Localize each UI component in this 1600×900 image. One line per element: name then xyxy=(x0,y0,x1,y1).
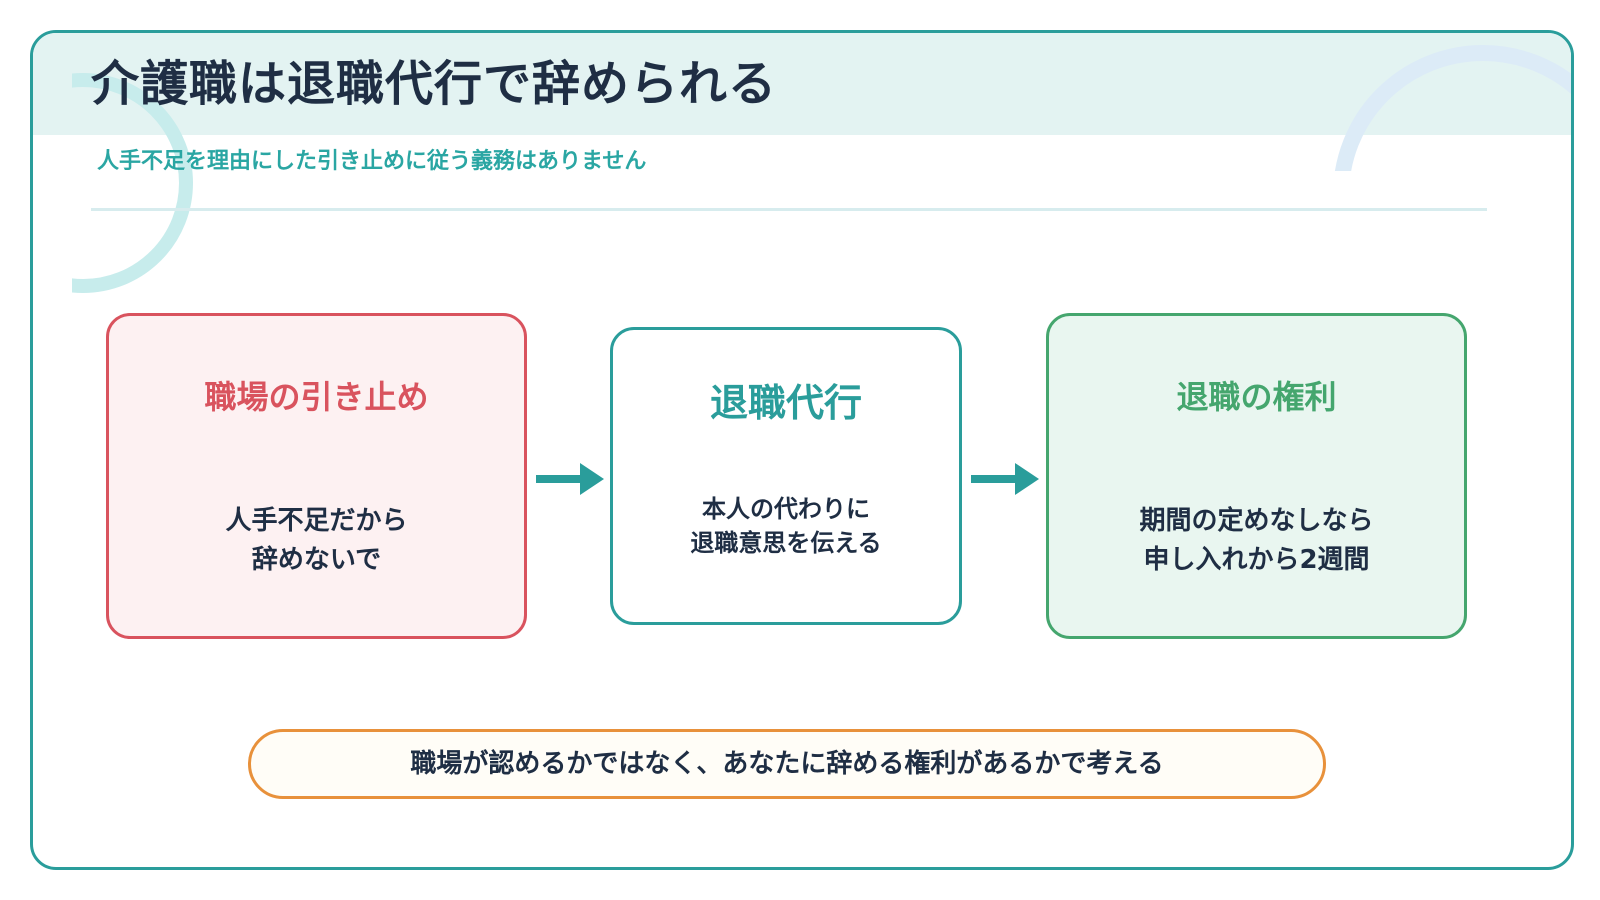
resignation-agency-heading: 退職代行 xyxy=(709,381,862,425)
header-band xyxy=(33,33,1571,135)
resignation-agency-body: 本人の代わりに 退職意思を伝える xyxy=(690,495,882,557)
page-title: 介護職は退職代行で辞められる xyxy=(91,56,778,112)
resignation-right-box: 退職の権利 期間の定めなしなら 申し入れから2週間 xyxy=(1046,313,1467,639)
resignation-right-body: 期間の定めなしなら 申し入れから2週間 xyxy=(1139,506,1374,575)
arrow-right-icon xyxy=(536,463,604,495)
retention-box: 職場の引き止め 人手不足だから 辞めないで xyxy=(106,313,527,639)
retention-body: 人手不足だから 辞めないで xyxy=(225,506,408,575)
conclusion-banner: 職場が認めるかではなく、あなたに辞める権利があるかで考える xyxy=(248,729,1326,799)
slide-frame: 介護職は退職代行で辞められる 人手不足を理由にした引き止めに従う義務はありません… xyxy=(30,30,1574,870)
resignation-right-heading: 退職の権利 xyxy=(1176,378,1337,416)
resignation-agency-box: 退職代行 本人の代わりに 退職意思を伝える xyxy=(610,327,962,625)
arrow-right-icon xyxy=(971,463,1039,495)
retention-heading: 職場の引き止め xyxy=(204,378,429,416)
page-subtitle: 人手不足を理由にした引き止めに従う義務はありません xyxy=(97,149,647,174)
divider xyxy=(91,208,1487,211)
